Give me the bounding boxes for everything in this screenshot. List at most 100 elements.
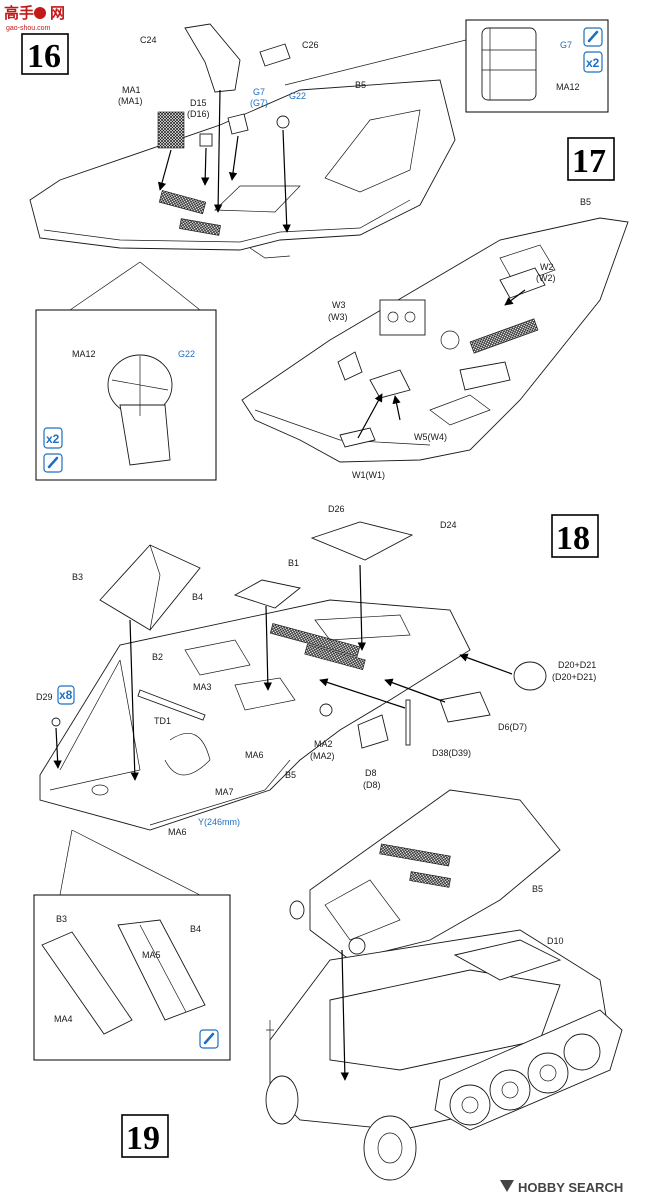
arrow-d38: [319, 678, 406, 709]
hatch-opening-3: [314, 614, 411, 641]
step-19-number: 19: [126, 1120, 160, 1157]
qty-badge-16b: [43, 427, 63, 449]
part-d29: [51, 717, 61, 727]
label-d24: D24: [440, 520, 457, 530]
arrow-w5: [392, 395, 401, 421]
floor-plate-17: [499, 244, 556, 286]
hull-side-edge: [49, 659, 141, 791]
wheel-hub-2: [501, 1081, 519, 1099]
glue-brush-icon: [587, 30, 599, 43]
arrow-c24: [213, 89, 223, 213]
qty-badge-18-text: x8: [59, 688, 73, 702]
label-w2: W2: [540, 262, 554, 272]
label-w2-paren: (W2): [536, 273, 556, 283]
label-w5: W5(W4): [414, 432, 447, 442]
step-19-box: [121, 1114, 169, 1158]
arrow-d6: [384, 678, 446, 703]
floor-panel-b5: [29, 79, 456, 251]
part-td1-coil: [164, 732, 211, 776]
label-c26: C26: [302, 40, 319, 50]
part-g7: [227, 113, 249, 135]
label-ma6-a: MA6: [245, 750, 264, 760]
qty-badge-18: [57, 685, 75, 705]
floor-cutout: [214, 185, 301, 213]
mesh-ma1-installed-2: [179, 218, 221, 236]
mesh-installed-19b: [409, 871, 451, 888]
label-b5-18: B5: [285, 770, 296, 780]
inset-ma12-part-body: [119, 404, 171, 466]
antenna-mount: [266, 1020, 274, 1040]
mesh-ma1-installed: [158, 190, 207, 215]
label-ma7: MA7: [215, 787, 234, 797]
label-ma12: MA12: [72, 349, 96, 359]
part-ma3: [137, 689, 206, 721]
label-b5-17: B5: [580, 197, 591, 207]
part-ma1-mesh: [157, 111, 185, 149]
label-ma3: MA3: [193, 682, 212, 692]
label-d6: D6(D7): [498, 722, 527, 732]
instrument-panel-w3: [379, 299, 426, 336]
watermark-logo-icon: [500, 1180, 514, 1192]
part-c24: [184, 23, 241, 93]
mesh-installed-19a: [379, 843, 451, 867]
hull-bottom-edge: [149, 759, 291, 826]
part-d8: [357, 714, 389, 749]
label-d16-paren: (D16): [187, 109, 210, 119]
label-ma1: MA1: [122, 85, 141, 95]
inset-b3-leader: [59, 829, 73, 896]
inset-ma12-leader: [69, 261, 141, 311]
logo-subtext: gao-shou.com: [6, 25, 51, 32]
gauge-icon-3: [440, 330, 460, 350]
wheel-hub-1: [461, 1096, 479, 1114]
part-b3-b4-seam: [149, 544, 161, 631]
label-y: Y(246mm): [198, 817, 240, 827]
panel-edge-line: [43, 199, 411, 243]
hatch-opening-2: [234, 677, 296, 711]
front-wheel-left: [265, 1075, 299, 1125]
arrow-d15: [201, 147, 210, 186]
part-b1: [233, 579, 302, 609]
label-d26: D26: [328, 504, 345, 514]
inset-g7-leader: [284, 39, 467, 86]
hatch-19: [324, 879, 401, 941]
logo-text: 高手: [4, 4, 34, 22]
glue-brush-icon-3: [203, 1032, 215, 1045]
part-w2: [499, 267, 546, 299]
label-b1: B1: [288, 558, 299, 568]
arrow-d20: [459, 653, 513, 675]
label-d10: D10: [547, 936, 564, 946]
label-ma6-b: MA6: [168, 827, 187, 837]
label-w3: W3: [332, 300, 346, 310]
arrow-g7: [228, 135, 239, 181]
mesh-installed-18b: [304, 644, 366, 670]
label-ma2-paren: (MA2): [310, 751, 335, 761]
label-g7-inset: G7: [560, 40, 572, 50]
gauge-icon-2: [404, 311, 416, 323]
road-wheel-4: [563, 1033, 601, 1071]
watermark: HOBBY SEARCH: [500, 1180, 623, 1195]
label-g7-paren: (G7): [250, 98, 268, 108]
qty-badge-16b-text: x2: [46, 432, 60, 446]
inset-b3-leader-2: [71, 829, 201, 896]
step-18: 18 D26 D24 B1 B3: [33, 504, 599, 1061]
label-d38: D38(D39): [432, 748, 471, 758]
arrow-b1: [263, 605, 273, 691]
hull-body-b5: [39, 599, 471, 831]
part-g22: [276, 115, 290, 129]
label-ma5: MA5: [142, 950, 161, 960]
floor-hatch-opening: [324, 109, 421, 193]
label-ma2: MA2: [314, 739, 333, 749]
inset-part-b4: [117, 919, 206, 1021]
label-g7: G7: [253, 87, 265, 97]
logo-emblem-icon: [34, 7, 46, 19]
arrow-w2: [504, 289, 526, 306]
qty-badge-16-text: x2: [586, 56, 600, 70]
label-b4-inset: B4: [190, 924, 201, 934]
label-g22: G22: [289, 91, 306, 101]
inset-part-b3: [41, 931, 133, 1035]
assembled-upper-hull: [309, 789, 561, 961]
step-16: 16 C24 C26 B5 MA1 (MA1) D15 (D16) G7 (G7…: [21, 19, 609, 481]
part-d26-d24: [310, 521, 414, 561]
label-b4: B4: [192, 592, 203, 602]
